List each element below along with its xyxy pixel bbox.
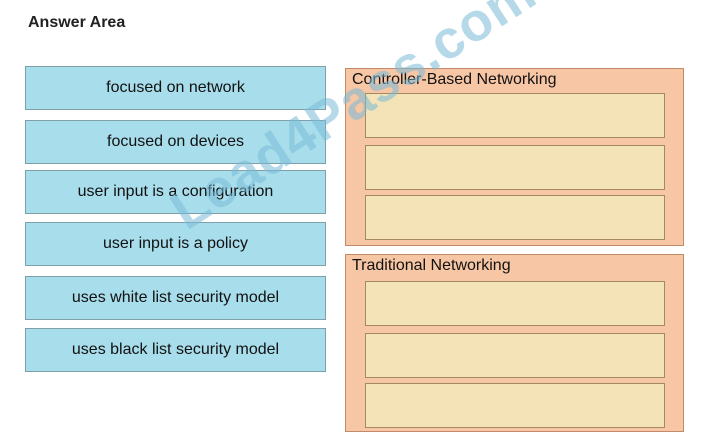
drop-slot[interactable] [365,93,665,138]
answer-focused-on-network[interactable]: focused on network [25,66,326,110]
answer-white-list-security[interactable]: uses white list security model [25,276,326,320]
page-title: Answer Area [28,14,126,31]
answer-focused-on-devices[interactable]: focused on devices [25,120,326,164]
answer-user-input-configuration[interactable]: user input is a configuration [25,170,326,214]
drop-slot[interactable] [365,145,665,190]
controller-based-networking-label: Controller-Based Networking [352,71,557,88]
drop-slot[interactable] [365,383,665,428]
drop-slot[interactable] [365,195,665,240]
answer-black-list-security[interactable]: uses black list security model [25,328,326,372]
drop-slot[interactable] [365,281,665,326]
drop-slot[interactable] [365,333,665,378]
controller-based-networking-target: Controller-Based Networking [345,68,684,246]
answer-user-input-policy[interactable]: user input is a policy [25,222,326,266]
traditional-networking-label: Traditional Networking [352,257,511,274]
traditional-networking-target: Traditional Networking [345,254,684,432]
